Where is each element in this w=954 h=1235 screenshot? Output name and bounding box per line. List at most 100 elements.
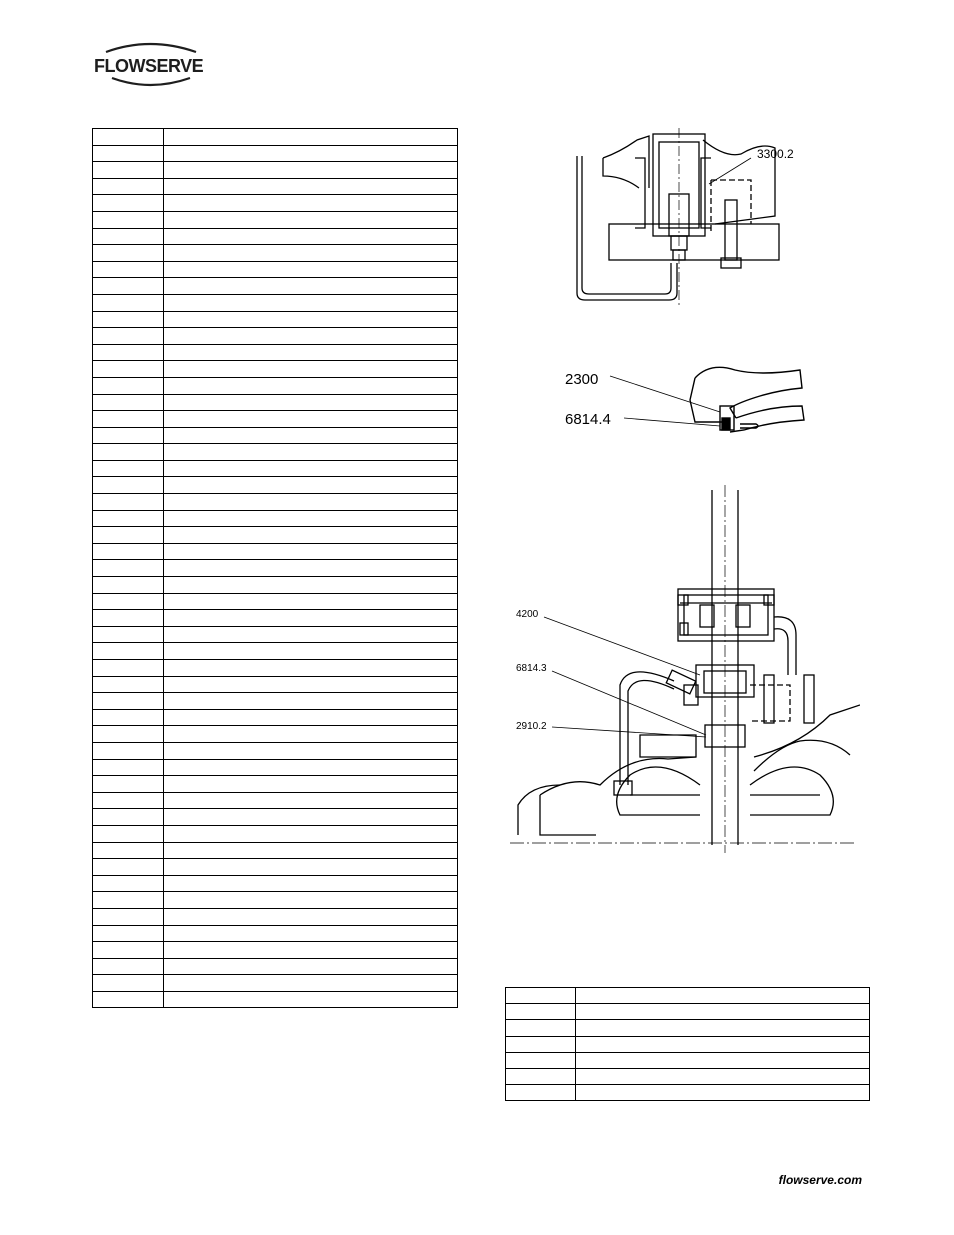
label-6814-3: 6814.3 [516,663,547,674]
table-row [505,1019,870,1037]
part-number-cell [92,609,164,627]
footer-url[interactable]: flowserve.com [778,1173,862,1187]
table-row [92,542,458,561]
part-description-cell [163,310,458,329]
part-number-cell [92,642,164,660]
table-row [92,376,458,395]
part-number-cell [92,659,164,677]
part-description-cell [163,277,458,295]
part-description-cell [575,986,870,1005]
table-row [92,775,458,793]
table-row [92,227,458,246]
part-number-cell [92,874,164,893]
part-number-cell [92,625,164,644]
label-6814-4: 6814.4 [565,411,611,428]
part-description-cell [163,675,458,694]
part-description-cell [163,443,458,461]
table-row [92,941,458,959]
label-4200: 4200 [516,609,539,620]
part-number-cell [505,1067,576,1086]
part-number-cell [92,675,164,694]
table-row [92,177,458,196]
table-row [92,310,458,329]
part-number-cell [92,808,164,826]
part-number-cell [92,824,164,843]
part-number-cell [92,360,164,378]
table-row [92,576,458,594]
part-number-cell [92,990,164,1009]
table-row [92,161,458,179]
part-number-cell [92,161,164,179]
part-number-cell [92,459,164,478]
part-description-cell [163,244,458,262]
part-number-cell [92,576,164,594]
part-number-cell [92,559,164,578]
part-description-cell [163,625,458,644]
part-description-cell [163,891,458,909]
part-description-cell [163,542,458,561]
part-number-cell [92,227,164,246]
part-number-cell [92,493,164,511]
part-number-cell [92,708,164,727]
part-description-cell [163,360,458,378]
label-2910-2: 2910.2 [516,721,547,732]
part-description-cell [163,526,458,544]
part-number-cell [92,476,164,495]
part-description-cell [163,924,458,943]
part-description-cell [575,1035,870,1053]
table-row [92,210,458,229]
table-row [92,277,458,295]
part-description-cell [163,841,458,860]
part-number-cell [92,526,164,544]
part-number-cell [505,1035,576,1053]
part-description-cell [163,907,458,926]
table-row [92,891,458,909]
table-row [92,692,458,710]
table-row [92,642,458,660]
part-number-cell [92,343,164,362]
table-row [92,957,458,976]
part-number-cell [92,293,164,312]
table-row [92,459,458,478]
part-number-cell [92,177,164,196]
part-number-cell [92,841,164,860]
table-row [92,808,458,826]
part-description-cell [163,161,458,179]
part-description-cell [163,343,458,362]
part-description-cell [163,708,458,727]
part-description-cell [575,1003,870,1021]
part-number-cell [92,692,164,710]
table-row [92,974,458,992]
part-description-cell [163,327,458,345]
part-number-cell [92,210,164,229]
part-number-cell [92,725,164,743]
part-description-cell [163,642,458,660]
table-row [92,708,458,727]
table-row [505,1003,870,1021]
part-number-cell [505,1051,576,1069]
table-row [92,493,458,511]
table-row [92,443,458,461]
part-description-cell [163,194,458,212]
part-description-cell [575,1051,870,1069]
part-number-cell [92,741,164,760]
part-description-cell [163,144,458,163]
table-row [505,986,870,1005]
table-row [92,327,458,345]
part-number-cell [92,310,164,329]
part-description-cell [163,974,458,992]
label-2300: 2300 [565,371,598,388]
table-row [92,675,458,694]
part-description-cell [163,393,458,412]
table-row [92,410,458,428]
part-description-cell [163,376,458,395]
part-description-cell [163,210,458,229]
table-row [92,741,458,760]
part-description-cell [163,177,458,196]
table-row [92,874,458,893]
table-row [92,659,458,677]
table-row [92,725,458,743]
part-number-cell [92,791,164,810]
table-row [505,1035,870,1053]
part-description-cell [575,1019,870,1037]
